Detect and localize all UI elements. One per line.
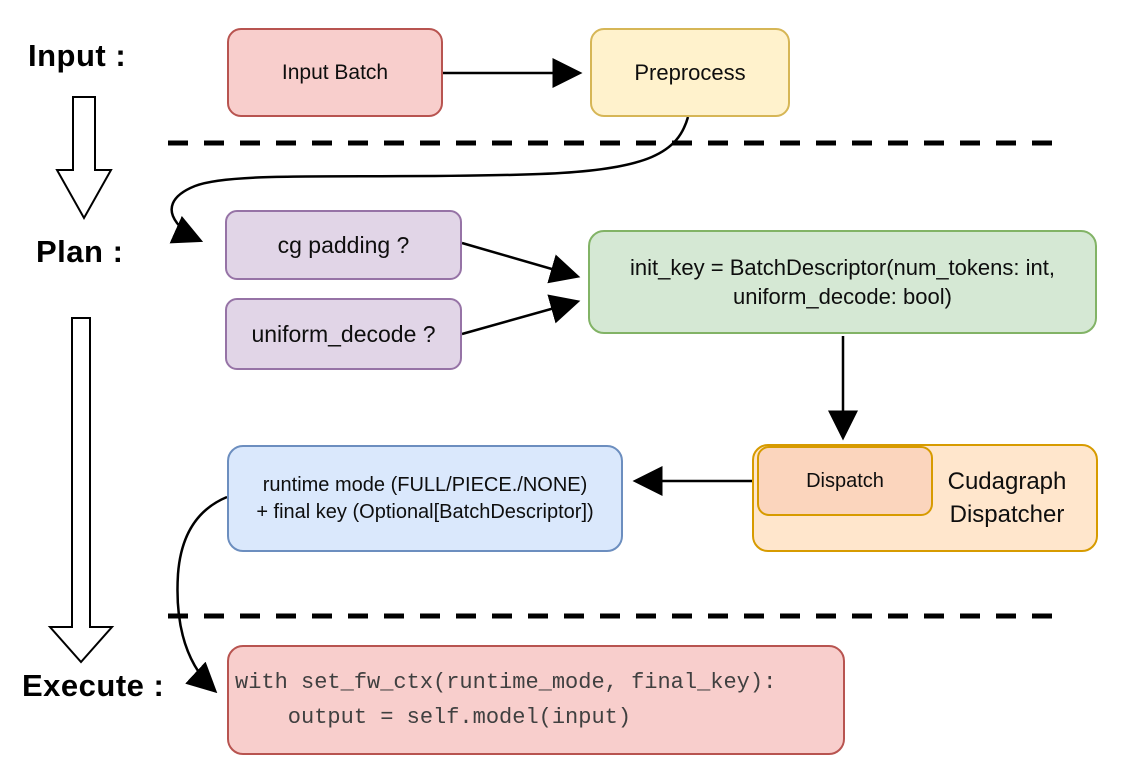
- node-input-batch-label: Input Batch: [281, 60, 389, 84]
- node-cudagraph-dispatcher-label: Cudagraph Dispatcher: [918, 465, 1096, 531]
- node-init-key-line2: uniform_decode: bool): [733, 284, 952, 309]
- down-flow-arrow-icon: [55, 96, 113, 221]
- node-init-key-line1: init_key = BatchDescriptor(num_tokens: i…: [630, 254, 1055, 280]
- node-cg-padding-label: cg padding ?: [277, 231, 410, 258]
- node-init-key: init_key = BatchDescriptor(num_tokens: i…: [588, 230, 1097, 334]
- node-dispatch: Dispatch: [757, 446, 933, 516]
- node-uniform-decode: uniform_decode ?: [225, 298, 462, 370]
- node-preprocess: Preprocess: [590, 28, 790, 117]
- node-runtime-mode-line2: + final key (Optional[BatchDescriptor]): [256, 500, 594, 523]
- connector-uniformdecode-to-initkey: [461, 294, 581, 336]
- down-flow-arrow-icon: [47, 317, 115, 664]
- cudagraph-label-line2: Dispatcher: [949, 501, 1065, 528]
- cudagraph-label-line1: Cudagraph: [947, 468, 1067, 495]
- node-cg-padding: cg padding ?: [225, 210, 462, 280]
- node-input-batch: Input Batch: [227, 28, 443, 117]
- node-runtime-mode: runtime mode (FULL/PIECE./NONE) + final …: [227, 445, 623, 552]
- section-label-execute: Execute :: [22, 668, 165, 703]
- node-preprocess-label: Preprocess: [634, 59, 746, 85]
- connector-cgpadding-to-initkey: [461, 241, 581, 284]
- execute-code-line2: output = self.model(input): [235, 705, 632, 730]
- connector-runtimemode-to-executecode: [176, 495, 228, 694]
- execute-code-line1: with set_fw_ctx(runtime_mode, final_key)…: [235, 670, 777, 695]
- node-uniform-decode-label: uniform_decode ?: [251, 320, 436, 347]
- node-runtime-mode-line1: runtime mode (FULL/PIECE./NONE): [262, 474, 588, 497]
- section-label-input: Input :: [28, 38, 127, 73]
- node-dispatch-label: Dispatch: [806, 469, 884, 492]
- node-execute-code: with set_fw_ctx(runtime_mode, final_key)…: [227, 645, 845, 755]
- section-label-plan: Plan :: [36, 234, 124, 269]
